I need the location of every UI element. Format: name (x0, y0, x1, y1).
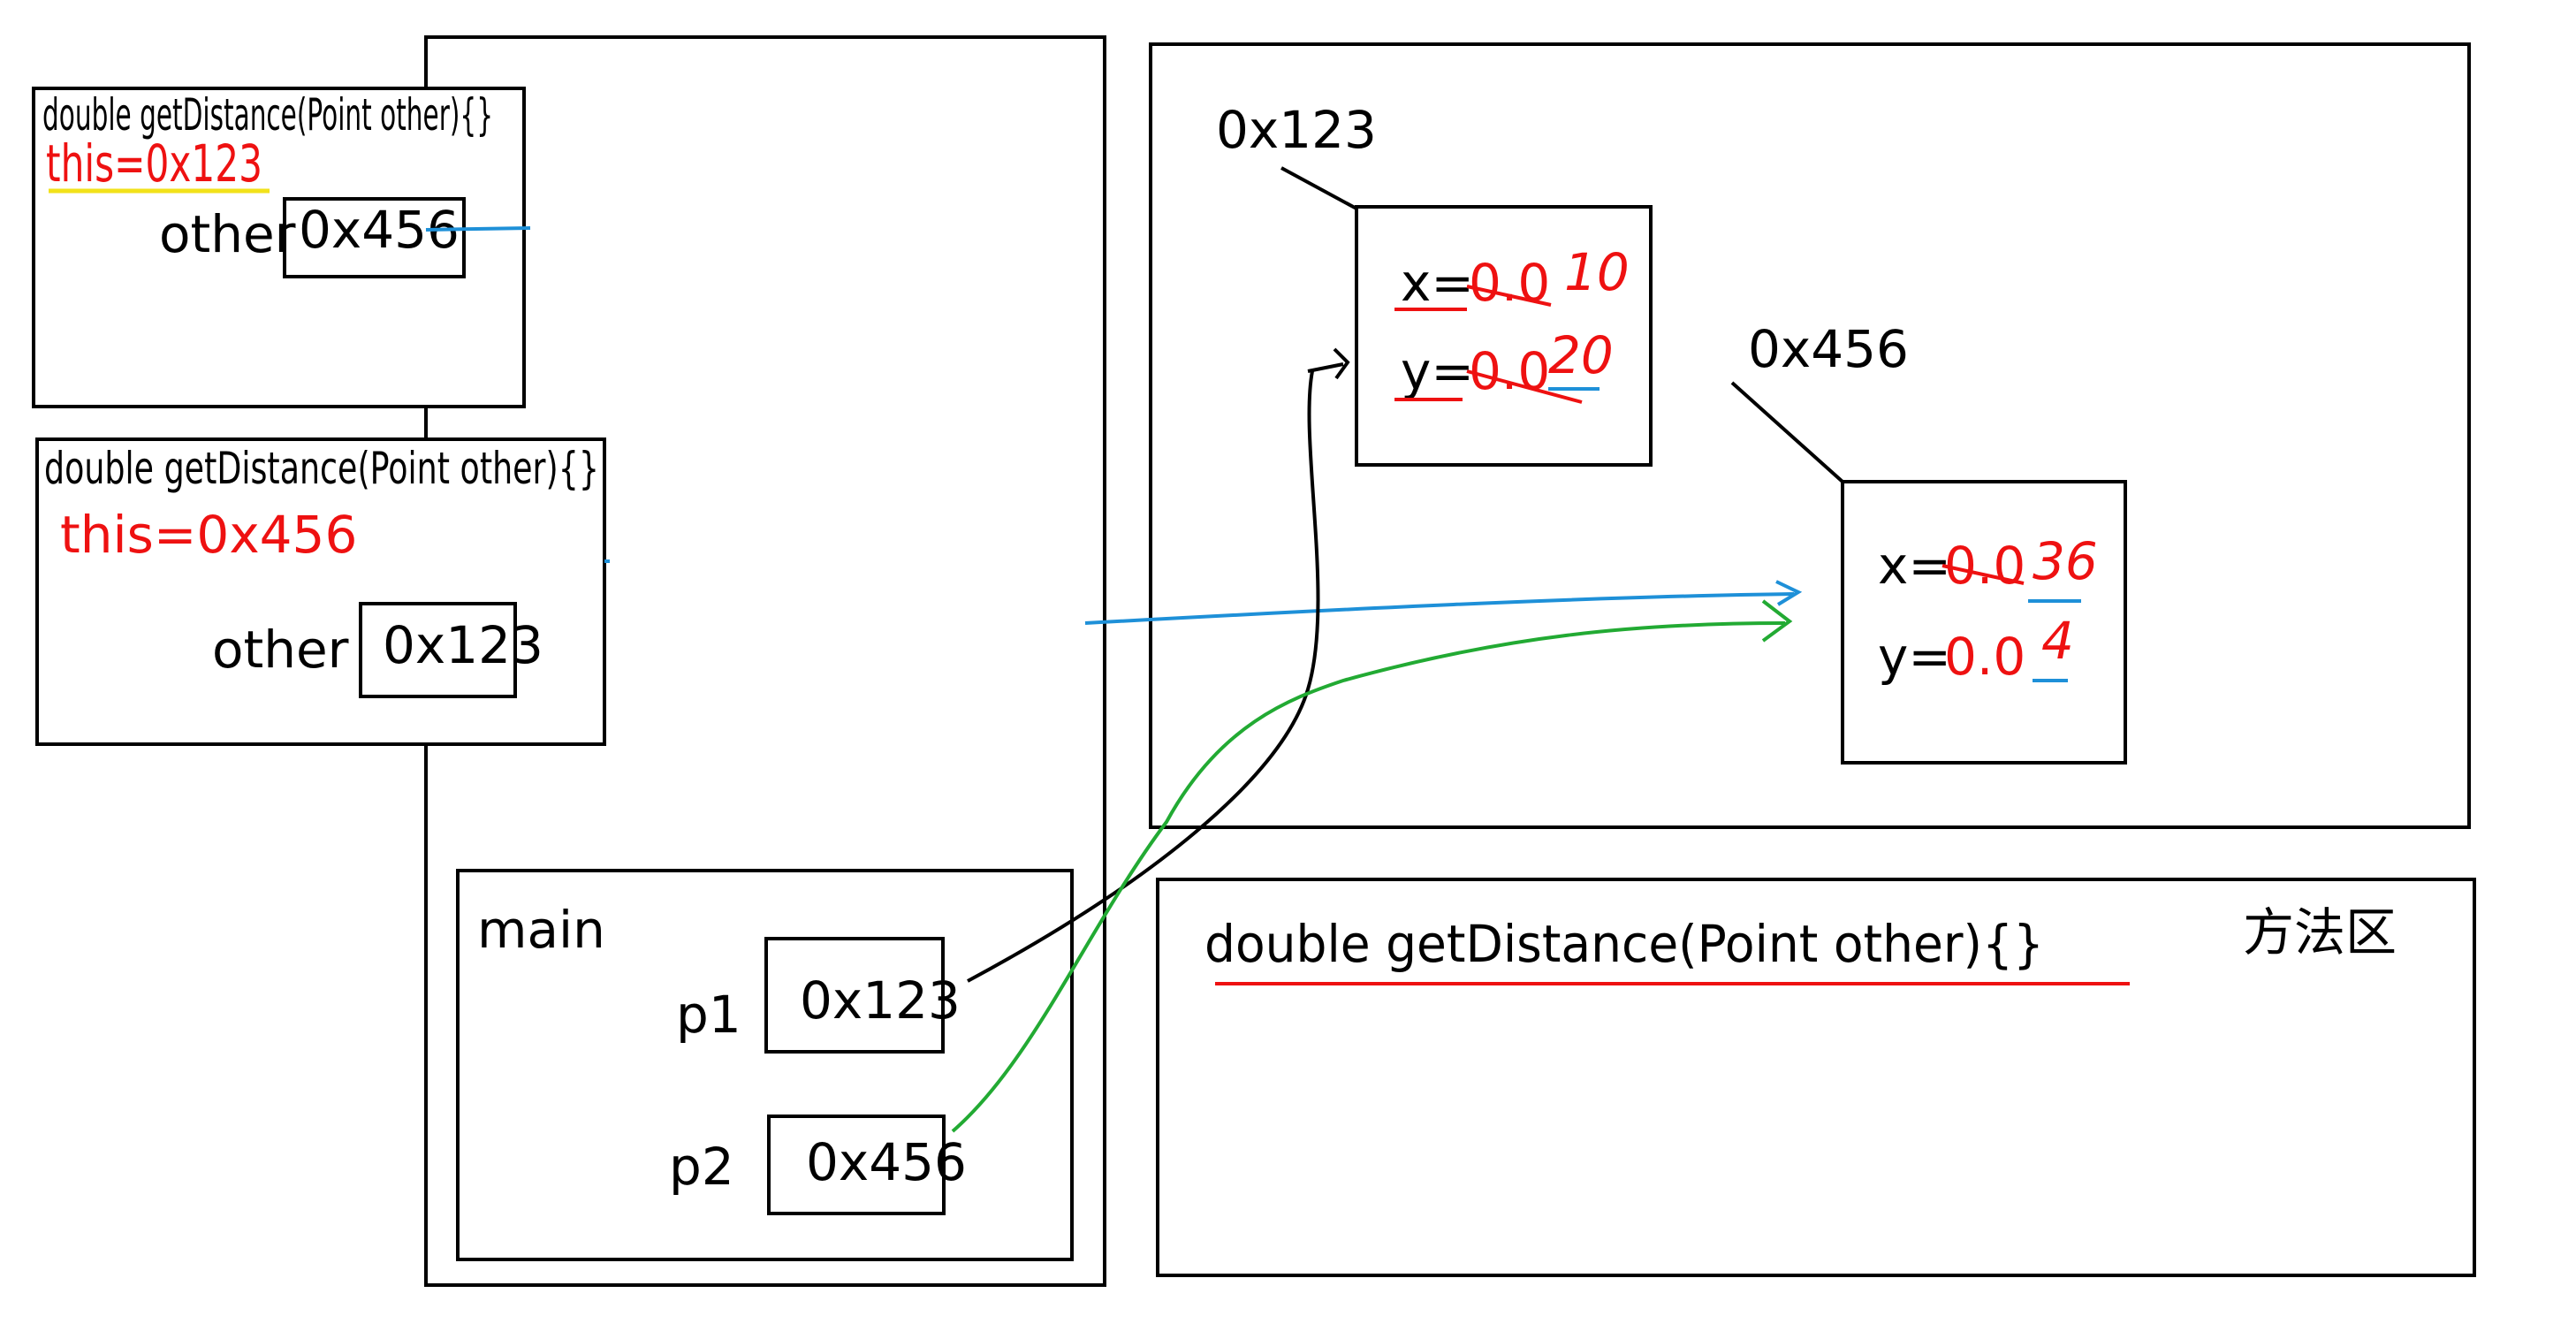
stack-frame-b: double getDistance(Point other){} this=0… (35, 437, 606, 746)
arrow-head-p1 (1307, 347, 1350, 380)
frame-b-signature: double getDistance(Point other){} (44, 443, 599, 494)
var-p2-box (767, 1115, 946, 1215)
heap-region (1149, 42, 2471, 829)
arrow-to-0x456-blue (1084, 592, 1795, 625)
field-y-label: y= (1401, 341, 1474, 401)
field-x-new-value: 36 (2033, 531, 2098, 591)
field-x-old-value: 0.0 (1944, 536, 2025, 596)
field-y-new-value: 4 (2041, 611, 2074, 671)
frame-b-param-box (359, 602, 517, 698)
frame-a-this-ref: this=0x123 (46, 133, 262, 194)
arrow-head-blue (1775, 580, 1803, 606)
address-pointer-line (1280, 166, 1357, 210)
field-x-label: x= (1401, 253, 1474, 313)
field-y-label: y= (1878, 627, 1951, 687)
var-p2-value: 0x456 (806, 1132, 967, 1192)
field-y-old-value: 0.0 (1944, 627, 2025, 687)
object-0x456-address: 0x456 (1748, 319, 1909, 379)
frame-b-param-label: other (212, 620, 349, 680)
frame-b-this-ref: this=0x456 (60, 505, 357, 565)
method-area-signature: double getDistance(Point other){} (1204, 914, 2044, 974)
var-p1-box (764, 937, 945, 1054)
frame-a-param-box (283, 197, 466, 278)
pointer-arrows (425, 226, 1803, 1133)
method-area-region (1156, 878, 2476, 1277)
field-y-new-value: 20 (1548, 325, 1614, 385)
field-x-label: x= (1878, 536, 1951, 596)
var-p1-value: 0x123 (800, 970, 961, 1031)
frame-a-signature: double getDistance(Point other){} (42, 89, 493, 141)
frame-b-param-value: 0x123 (383, 615, 543, 675)
address-pointer-line (1730, 381, 1844, 483)
heap-object-0x456: 0x456 x= 0.0 36 y= 0.0 4 (1730, 319, 2127, 765)
frame-a-param-label: other (159, 204, 296, 264)
var-p1-name: p1 (676, 985, 741, 1045)
main-frame-title: main (477, 900, 605, 960)
method-area-label: 方法区 (2243, 902, 2397, 962)
arrow-p2-to-0x456 (951, 621, 1786, 1133)
stack-frame-a: double getDistance(Point other){} this=0… (32, 87, 526, 408)
arrow-frame-a-other (425, 226, 531, 232)
object-0x123-address: 0x123 (1216, 100, 1377, 160)
arrow-p1-to-0x123 (967, 370, 1320, 983)
field-x-new-value: 10 (1564, 242, 1630, 302)
strike-y-old (1466, 369, 1583, 404)
strike-x-old (1466, 285, 1552, 307)
strike-x-old (1941, 564, 2025, 585)
arrow-head-green (1761, 599, 1793, 643)
var-p2-name: p2 (669, 1137, 734, 1197)
field-y-old-value: 0.0 (1469, 341, 1550, 401)
heap-object-0x123: 0x123 x= 0.0 10 y= 0.0 20 (1216, 100, 1653, 467)
main-frame: main p1 0x123 p2 0x456 (456, 869, 1074, 1261)
